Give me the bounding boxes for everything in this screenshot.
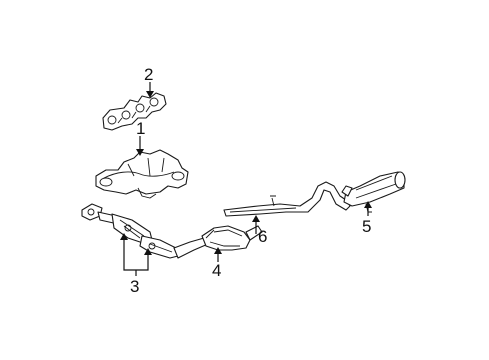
arrow-3b <box>144 248 152 255</box>
arrow-6 <box>252 215 260 222</box>
callout-5: 5 <box>362 217 371 236</box>
callout-3: 3 <box>130 277 139 296</box>
callout-4: 4 <box>212 261 221 280</box>
front-pipe-converters <box>81 203 209 259</box>
manifold-gasket <box>102 92 167 131</box>
arrow-5 <box>364 201 372 208</box>
arrow-4 <box>214 247 222 254</box>
arrow-2 <box>146 91 154 98</box>
callout-1: 1 <box>136 119 145 138</box>
intermediate-pipe <box>223 181 351 217</box>
arrow-3a <box>120 233 128 240</box>
muffler <box>341 171 406 213</box>
callout-2: 2 <box>144 65 153 84</box>
callout-6: 6 <box>258 227 267 246</box>
exhaust-manifold <box>95 149 189 199</box>
arrow-1 <box>136 149 144 156</box>
catalytic-converter <box>201 225 263 251</box>
